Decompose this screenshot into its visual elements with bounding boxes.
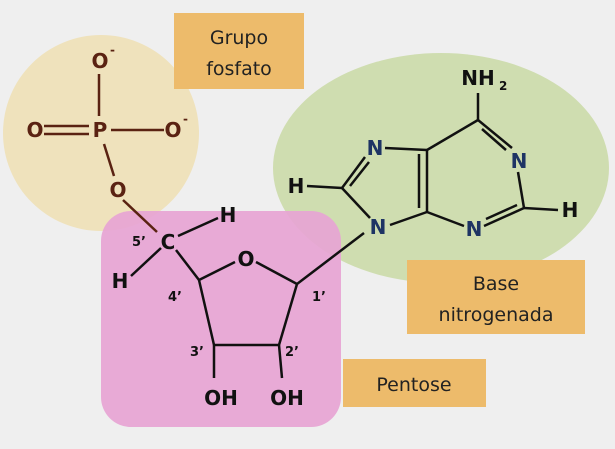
phosphate-label-box [174, 13, 304, 89]
sugar-label: Pentose [376, 374, 451, 396]
base-atoms: N N N N H H NH 2 [288, 66, 579, 241]
atom-o-bridge: O [109, 178, 126, 202]
atom-p: P [93, 118, 108, 142]
atom-n9: N [370, 215, 387, 239]
atom-oh-3: OH [204, 386, 238, 410]
atom-o-left: O [26, 118, 43, 142]
charge-o-right: - [183, 112, 188, 126]
base-label-line1: Base [473, 273, 519, 295]
position-3: 3’ [190, 345, 204, 360]
phosphate-label-line1: Grupo [210, 27, 268, 49]
atom-nh2: NH [461, 66, 494, 90]
atom-h2: H [562, 198, 579, 222]
base-region [273, 53, 609, 283]
base-label-box [407, 260, 585, 334]
sugar-bonds [130, 216, 365, 379]
phosphate-region [3, 35, 199, 231]
atom-n1: N [511, 149, 528, 173]
position-1: 1’ [312, 290, 326, 305]
atom-o-top: O [91, 49, 108, 73]
charge-o-top: - [110, 43, 115, 57]
atom-o-right: O [164, 118, 181, 142]
atom-h-top: H [220, 203, 237, 227]
sugar-label-box [343, 359, 486, 407]
sugar-atoms: C H H O OH OH [112, 203, 304, 410]
atom-n7: N [367, 136, 384, 160]
phosphate-bonds [44, 74, 164, 233]
base-bonds [306, 93, 559, 228]
atom-h-left: H [112, 269, 129, 293]
phosphate-atoms: O - O P O - O [26, 43, 188, 202]
position-4: 4’ [168, 290, 182, 305]
position-2: 2’ [285, 345, 299, 360]
atom-oh-2: OH [270, 386, 304, 410]
carbon-numbers: 5’ 4’ 3’ 2’ 1’ [132, 235, 326, 360]
atom-c5: C [161, 230, 176, 254]
atom-o-ring: O [237, 247, 254, 271]
base-label-line2: nitrogenada [439, 304, 554, 326]
atom-nh2-subscript: 2 [499, 79, 507, 93]
position-5: 5’ [132, 235, 146, 250]
atom-h8: H [288, 174, 305, 198]
phosphate-label-line2: fosfato [206, 58, 272, 80]
atom-n3: N [466, 217, 483, 241]
